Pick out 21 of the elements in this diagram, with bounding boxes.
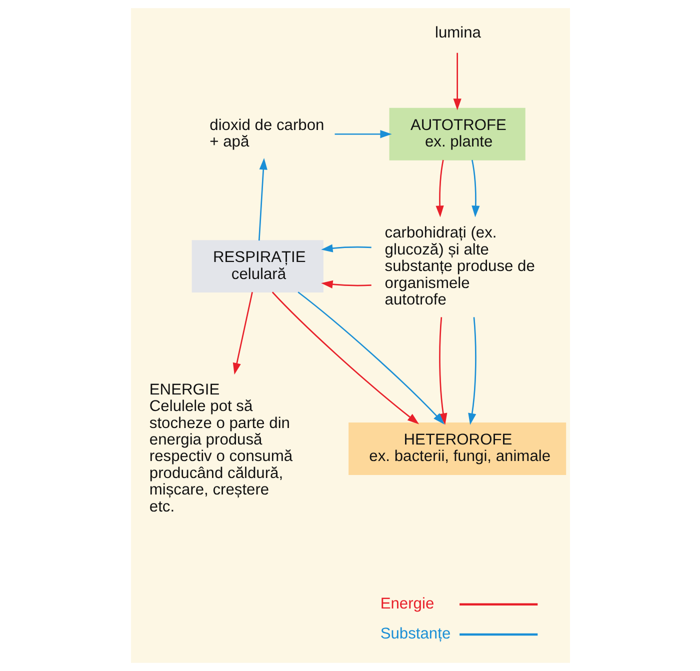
arrow (271, 292, 419, 424)
node-text: carbohidrați (ex. glucoză) și alte substanțe produse de organismele autotrofe (384, 224, 534, 308)
arrow (232, 292, 252, 375)
arrow (438, 317, 447, 425)
arrow (297, 292, 444, 424)
arrow (468, 317, 476, 425)
arrow (435, 160, 444, 218)
arrow (320, 280, 371, 288)
node-box: RESPIRAȚIE celulară (191, 240, 323, 293)
arrow (258, 158, 267, 241)
arrow (334, 130, 392, 138)
arrow (320, 244, 371, 252)
node-text: dioxid de carbon + apă (209, 116, 324, 151)
arrow (452, 52, 461, 110)
node-text: lumina (434, 24, 480, 42)
arrow (471, 160, 480, 218)
node-box: HETEROROFE ex. bacterii, fungi, animale (348, 422, 566, 475)
legend-label: Substanțe (380, 626, 450, 643)
legend-label: Energie (380, 595, 434, 612)
node-box: AUTOTROFE ex. plante (388, 108, 525, 160)
node-text: ENERGIE Celulele pot să stocheze o parte din energia produsă respectiv o consumă producând căldură, mișcare, creștere etc. (148, 381, 292, 516)
